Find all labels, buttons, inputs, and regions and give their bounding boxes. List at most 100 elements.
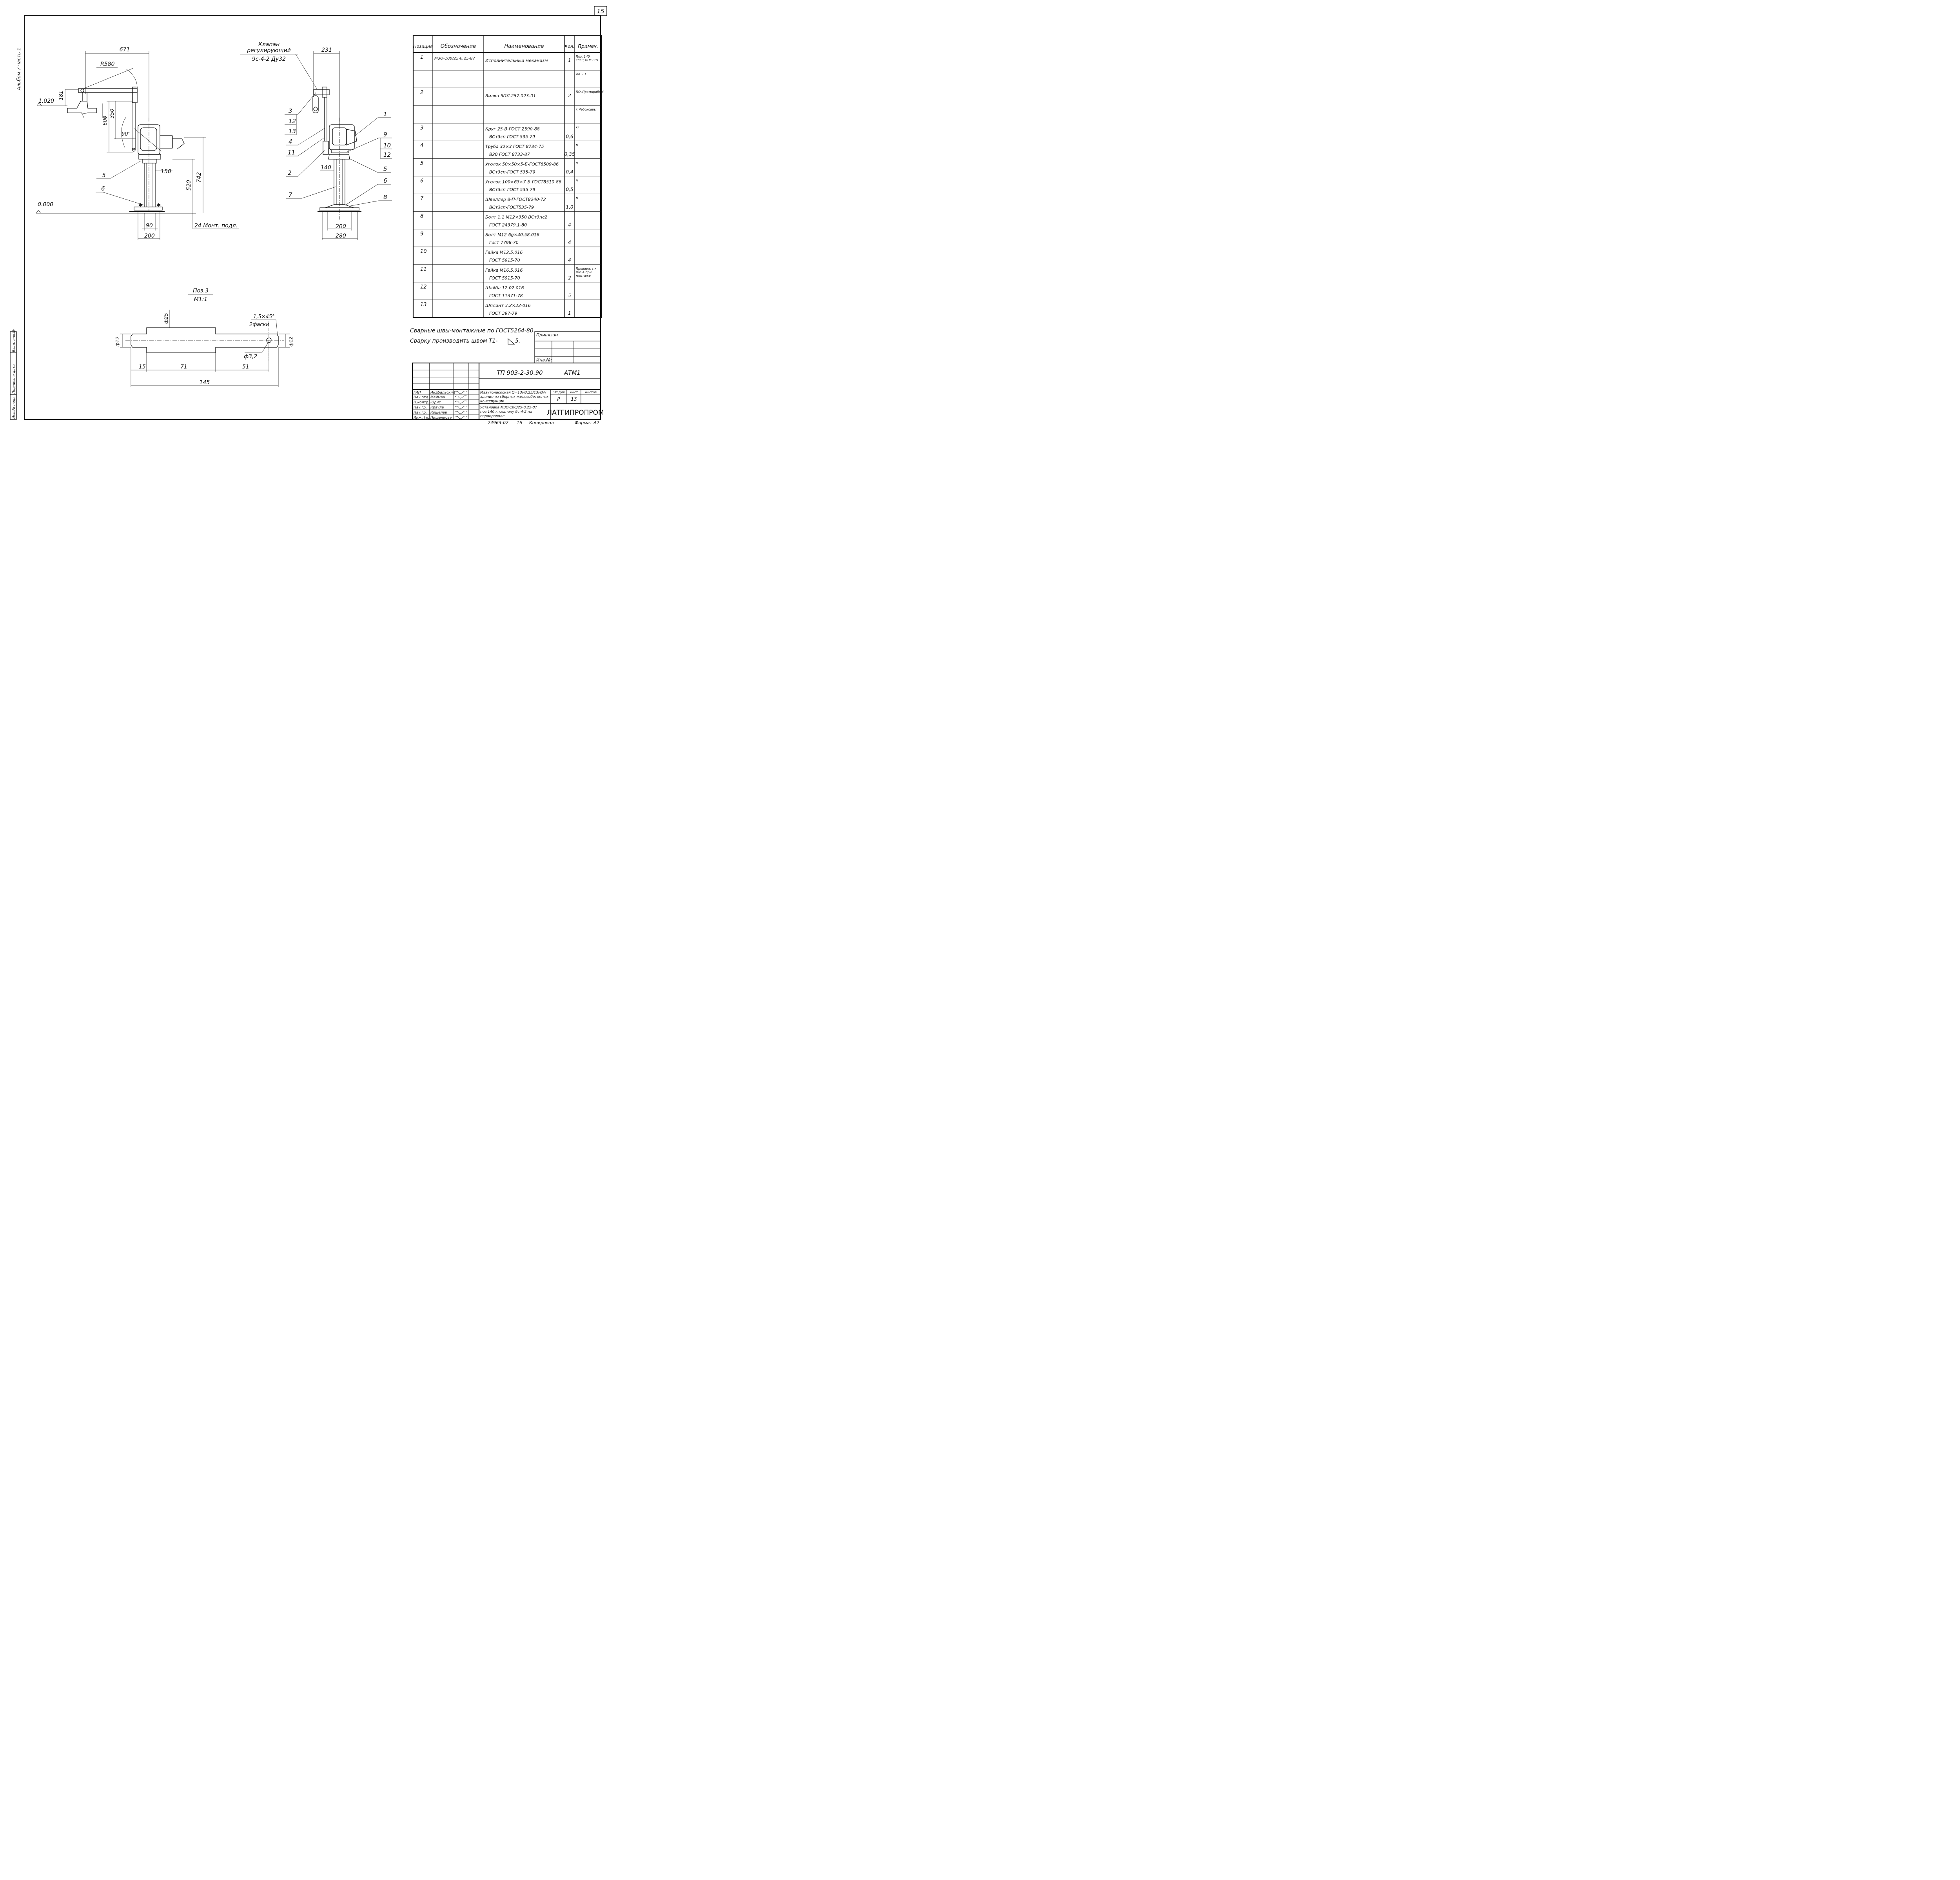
spec-pos: 13 bbox=[420, 302, 427, 308]
spec-note: ПО„Промприбор" bbox=[576, 90, 604, 94]
dim-phi25: ф25 bbox=[163, 313, 169, 324]
sheet-value: 13 bbox=[571, 396, 577, 402]
spec-qty: 2 bbox=[568, 275, 571, 281]
callout-11: 11 bbox=[288, 149, 295, 156]
angle-90: 90° bbox=[122, 131, 131, 137]
spec-pos: 11 bbox=[420, 267, 427, 272]
spec-note: м bbox=[576, 143, 578, 147]
dim-200-right: 200 bbox=[336, 223, 346, 230]
weld-triangle-icon bbox=[508, 338, 515, 345]
spec-qty: 1 bbox=[568, 310, 571, 316]
spec-pos: 2 bbox=[420, 90, 423, 96]
spec-name-std: ГОСТ 24379.1-80 bbox=[489, 223, 527, 228]
callout-10: 10 bbox=[383, 142, 391, 149]
dim-15: 15 bbox=[139, 364, 146, 370]
dim-350: 350 bbox=[109, 109, 115, 118]
spec-qty: 0,5 bbox=[566, 187, 573, 192]
doc-mark: АТМ1 bbox=[564, 369, 581, 376]
spec-note: кг bbox=[576, 125, 580, 129]
spec-name: Гайка М12.5.016 bbox=[485, 250, 523, 255]
right-view: Клапан регулирующий 9с-4-2 Ду32 231 bbox=[240, 42, 392, 240]
chamfer-count: 2фаски bbox=[249, 322, 269, 328]
dim-140: 140 bbox=[321, 165, 331, 171]
callout-1: 1 bbox=[383, 111, 387, 118]
staff-role: Н.контр. bbox=[414, 401, 429, 405]
drawing-frame bbox=[24, 15, 601, 420]
notes: Сварные швы-монтажные по ГОСТ5264-80 Сва… bbox=[410, 328, 534, 345]
staff-name: Крауле bbox=[430, 406, 444, 410]
staff-row: Нач.гр.Кошелев bbox=[414, 411, 468, 415]
dim-phi12-left: ф12 bbox=[115, 336, 120, 347]
signature-mark bbox=[454, 391, 468, 394]
dim-145: 145 bbox=[200, 379, 210, 386]
side-stamp-replace: Взам. инв.№ bbox=[12, 329, 16, 352]
valve-title-2: регулирующий bbox=[247, 47, 291, 54]
spec-name: Вилка 5ПЛ.257.023-01 bbox=[485, 93, 536, 98]
spec-name: Гайка М16.5.016 bbox=[485, 268, 523, 273]
spec-name: Уголок 50×50×5-Б-ГОСТ8509-86 bbox=[485, 162, 559, 167]
spec-qty: 0,6 bbox=[566, 134, 573, 139]
dim-51: 51 bbox=[242, 364, 249, 370]
footer-inv: 24963-07 bbox=[488, 420, 508, 425]
spec-name: Болт 1.1 М12×350 ВСт3пс2 bbox=[485, 215, 547, 220]
spec-pos: 4 bbox=[420, 143, 423, 149]
dim-r580: R580 bbox=[100, 61, 115, 67]
dim-600: 600 bbox=[102, 116, 108, 125]
col-note: Примеч. bbox=[578, 44, 598, 49]
spec-qty: 0,35 bbox=[564, 151, 575, 157]
col-code: Обозначение bbox=[441, 44, 476, 49]
chamfer-label: 1,5×45° bbox=[253, 314, 275, 320]
spec-pos: 8 bbox=[420, 214, 423, 220]
callout-5-right: 5 bbox=[383, 165, 387, 172]
spec-pos: 10 bbox=[420, 249, 427, 255]
footer-sheet: 16 bbox=[517, 420, 522, 425]
spec-note: м bbox=[576, 196, 578, 200]
staff-role: Инж. I к. bbox=[414, 416, 429, 420]
callout-8: 8 bbox=[383, 194, 387, 201]
title-block: ТП 903-2-30.90 АТМ1 Мазутонасосная Q=13м… bbox=[412, 362, 604, 420]
spec-pos: 3 bbox=[420, 125, 423, 131]
col-pos: Позиция bbox=[413, 44, 433, 49]
spec-name-std: ВСт3сп-ГОСТ535-79 bbox=[489, 205, 534, 210]
dim-phi32: ф3,2 bbox=[244, 354, 257, 360]
note-weld-leg: 5. bbox=[515, 338, 520, 344]
spec-qty: 5 bbox=[568, 293, 571, 298]
spec-qty: 4 bbox=[568, 240, 571, 245]
staff-name: Пищенкова bbox=[430, 416, 452, 420]
spec-name-std: ВСт3сп-ГОСТ 535-79 bbox=[489, 169, 535, 174]
dim-150: 150 bbox=[161, 169, 171, 175]
dim-231: 231 bbox=[321, 47, 332, 53]
signature-mark bbox=[454, 396, 468, 399]
dim-181: 181 bbox=[58, 91, 64, 100]
org-name: ЛАТГИПРОПРОМ bbox=[547, 409, 604, 417]
dim-742: 742 bbox=[196, 172, 202, 183]
doc-code: ТП 903-2-30.90 bbox=[497, 369, 543, 376]
spec-name-std: ГОСТ 5915-70 bbox=[489, 258, 520, 263]
spec-note: г.Чебоксары bbox=[576, 108, 597, 111]
spec-code: МЗО-100/25-0,25-87 bbox=[434, 56, 475, 61]
album-label: Альбом 7 часть 1 bbox=[16, 47, 22, 91]
note-weld-type: Сварку производить швом Т1- bbox=[410, 338, 497, 344]
spec-qty: 4 bbox=[568, 222, 571, 228]
binding-box: Привязан Инв.№: bbox=[534, 331, 601, 363]
svg-text:✱: ✱ bbox=[157, 202, 161, 208]
staff-role: ГИП bbox=[414, 391, 421, 395]
spec-qty: 1 bbox=[568, 58, 571, 63]
staff-name: Индбальский bbox=[430, 391, 455, 395]
col-qty: Кол. bbox=[564, 44, 574, 49]
callout-5-left: 5 bbox=[102, 172, 106, 179]
binding-title: Привязан bbox=[536, 332, 558, 338]
signature-mark bbox=[454, 411, 468, 414]
staff-row: ГИП Индбальский bbox=[414, 391, 468, 395]
spec-name-std: В20 ГОСТ 8733-87 bbox=[489, 152, 530, 157]
callout-2: 2 bbox=[288, 169, 292, 176]
stage-value: Р bbox=[557, 396, 560, 402]
sheet-label: Лист bbox=[570, 390, 578, 394]
spec-row: лл. 13 bbox=[575, 73, 586, 76]
